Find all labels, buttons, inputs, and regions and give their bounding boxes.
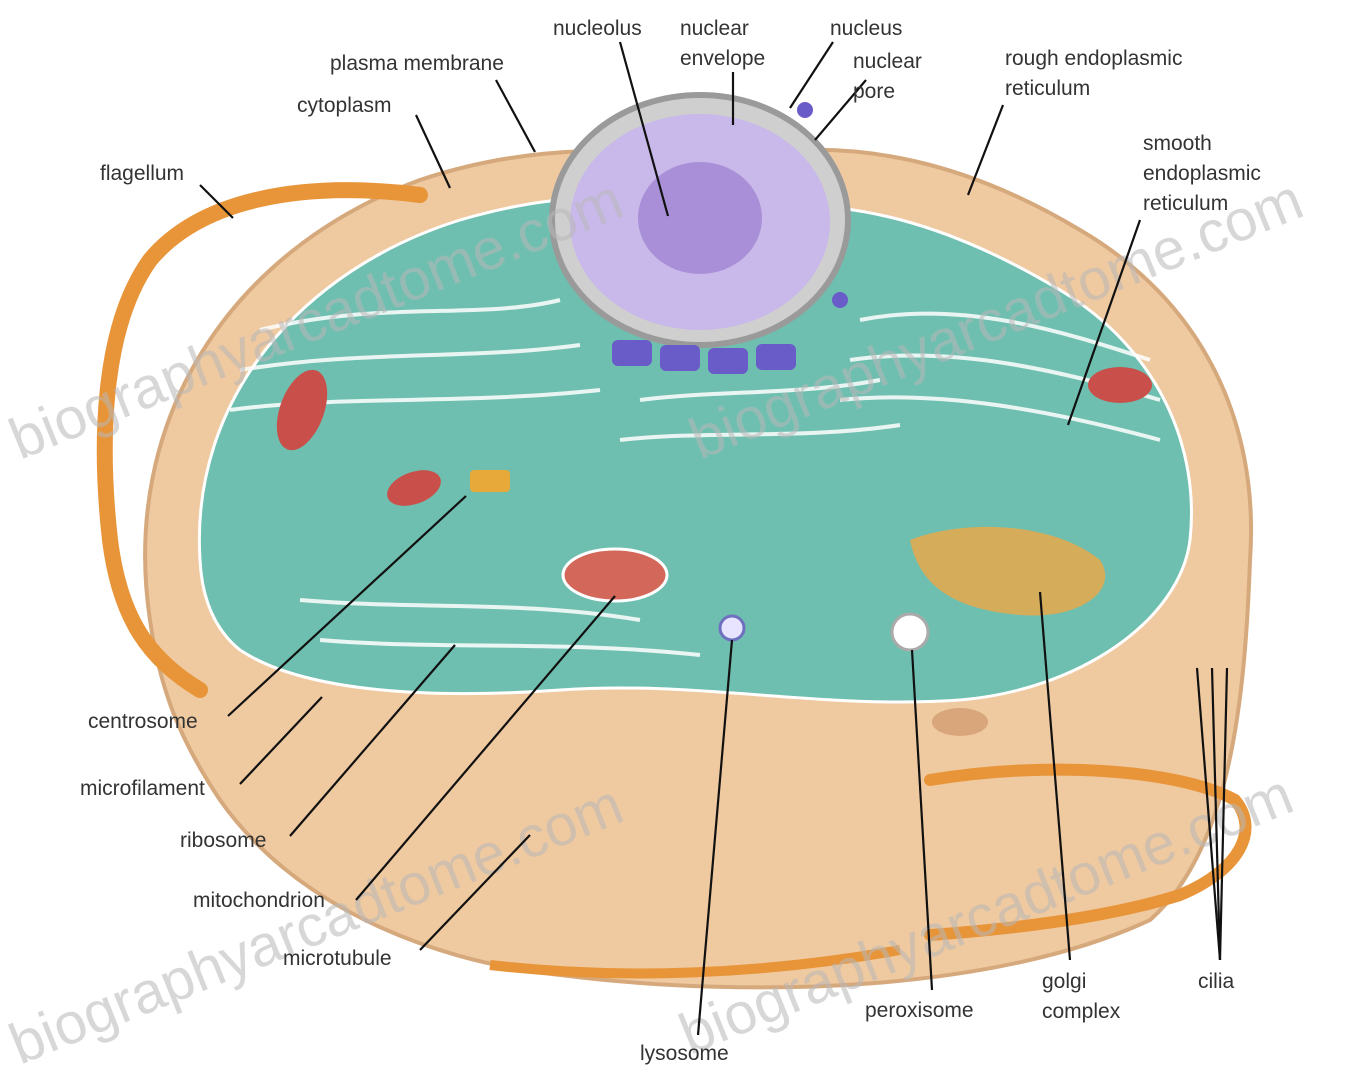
mitochondrion-center [563, 549, 667, 601]
label-cilia: cilia [1198, 970, 1234, 993]
label-ribosome: ribosome [180, 829, 266, 852]
vacuole-shape [932, 708, 988, 736]
label-plasma-membrane: plasma membrane [330, 52, 504, 75]
label-rough-er-1: rough endoplasmic [1005, 47, 1182, 70]
label-nuclear-envelope-1: nuclear [680, 17, 749, 40]
label-nuclear-pore-2: pore [853, 80, 895, 103]
label-peroxisome: peroxisome [865, 999, 974, 1022]
label-flagellum: flagellum [100, 162, 184, 185]
label-nuclear-pore-1: nuclear [853, 50, 922, 73]
label-microfilament: microfilament [80, 777, 205, 800]
label-lysosome: lysosome [640, 1042, 729, 1065]
label-mitochondrion: mitochondrion [193, 889, 325, 912]
label-rough-er-2: reticulum [1005, 77, 1090, 100]
label-golgi-1: golgi [1042, 970, 1086, 993]
label-smooth-er-2: endoplasmic [1143, 162, 1261, 185]
label-smooth-er-3: reticulum [1143, 192, 1228, 215]
label-nucleolus: nucleolus [553, 17, 642, 40]
peroxisome-shape [892, 614, 928, 650]
label-microtubule: microtubule [283, 947, 392, 970]
centrosome-shape [470, 470, 510, 492]
label-cytoplasm: cytoplasm [297, 94, 392, 117]
label-centrosome: centrosome [88, 710, 198, 733]
lysosome-shape [720, 616, 744, 640]
label-golgi-2: complex [1042, 1000, 1121, 1023]
leader-plasma-membrane [496, 80, 535, 152]
label-nucleus: nucleus [830, 17, 902, 40]
mitochondrion-right [1088, 367, 1152, 403]
label-nuclear-envelope-2: envelope [680, 47, 765, 70]
label-smooth-er-1: smooth [1143, 132, 1212, 155]
leader-nucleus [790, 42, 833, 108]
